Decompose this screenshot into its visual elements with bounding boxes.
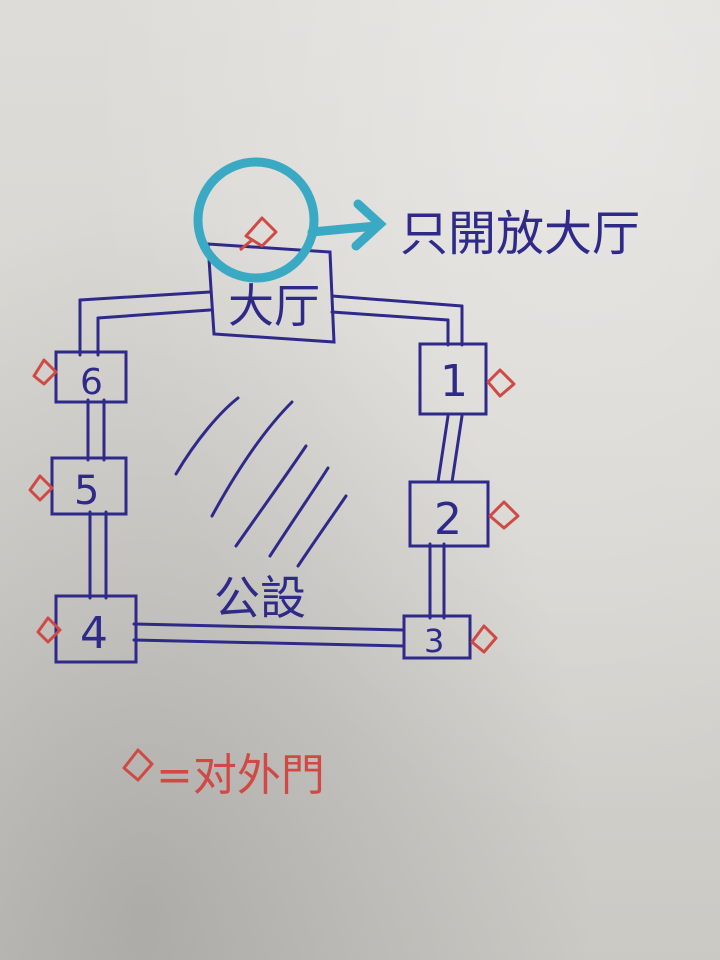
- corridor-left-5-4: [88, 510, 108, 600]
- room-boxes: [50, 342, 490, 664]
- corridor-right-1-2: [436, 414, 464, 484]
- corridors: [78, 290, 464, 648]
- room-6-label: 6: [80, 362, 103, 403]
- corridor-top-right: [330, 294, 464, 322]
- common-area-hatching: [174, 396, 348, 568]
- door-3-icon: [470, 624, 498, 654]
- door-5-icon: [28, 474, 54, 502]
- room-4-label: 4: [80, 608, 108, 659]
- corridor-left-upper: [78, 298, 100, 357]
- door-markers: [28, 216, 520, 782]
- door-1-icon: [486, 368, 516, 398]
- door-hall-icon: [239, 216, 278, 252]
- room-2-label: 2: [434, 494, 462, 545]
- room-3-label: 3: [424, 622, 444, 660]
- room-5-label: 5: [74, 468, 99, 514]
- corridor-left-6-5: [86, 398, 106, 462]
- highlight-circle: [193, 157, 319, 283]
- room-4-box: [54, 594, 138, 664]
- room-1-label: 1: [440, 356, 468, 407]
- room-3-box: [402, 614, 472, 660]
- room-6-box: [54, 350, 128, 404]
- highlight-arrow: [307, 221, 381, 237]
- room-1-box: [418, 342, 488, 416]
- corridor-right-upper: [446, 304, 464, 347]
- door-6-icon: [32, 358, 58, 386]
- corridor-top-left: [78, 290, 212, 320]
- legend-text: =对外門: [156, 750, 325, 801]
- hall-room: [206, 242, 336, 344]
- corridor-bottom: [132, 622, 406, 648]
- corridor-right-2-3: [428, 542, 446, 620]
- room-2-box: [408, 480, 490, 548]
- hall-label: 大厅: [228, 279, 320, 333]
- common-area-label: 公設: [214, 571, 306, 625]
- door-4-icon: [36, 616, 62, 644]
- highlight-arrowhead: [351, 199, 387, 251]
- door-2-icon: [488, 500, 520, 530]
- legend-door-icon: [122, 748, 154, 782]
- hall-note-text: 只開放大厅: [400, 206, 640, 262]
- hall-highlight: [193, 157, 387, 283]
